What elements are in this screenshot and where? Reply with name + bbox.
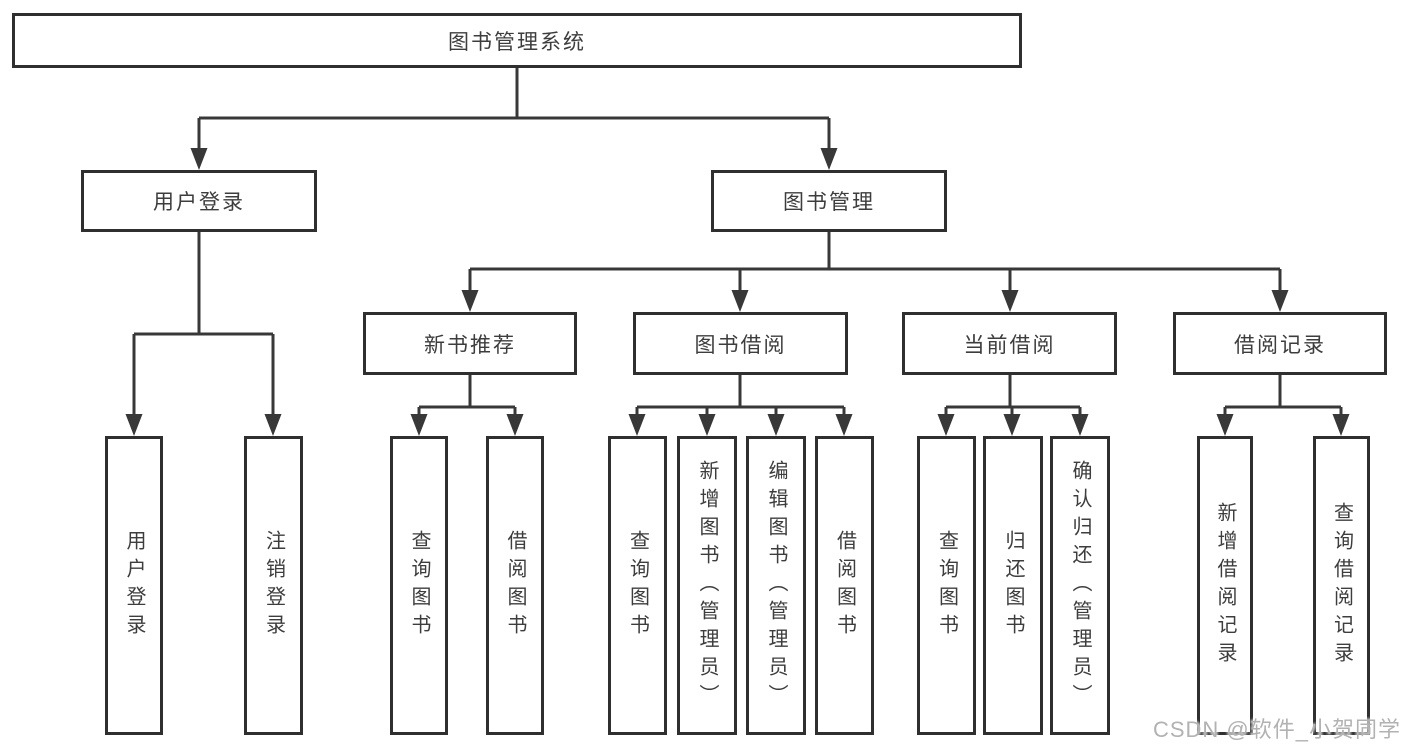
leaf-user-login-label: 用户登录 (123, 529, 145, 642)
leaf-add-books-admin-label: 新增图书（管理员） (696, 459, 718, 712)
node-current-borrowing-label: 当前借阅 (963, 333, 1056, 357)
leaf-query-borrow-record-label: 查询借阅记录 (1330, 501, 1353, 670)
leaf-query-borrow-record: 查询借阅记录 (1313, 436, 1370, 735)
node-current-borrowing: 当前借阅 (902, 312, 1117, 375)
leaf-current-query-books: 查询图书 (917, 436, 976, 735)
leaf-confirm-return-admin-label: 确认归还（管理员） (1069, 459, 1091, 712)
arrowheads (125, 148, 1350, 436)
leaf-add-books-admin: 新增图书（管理员） (677, 436, 737, 735)
node-new-book-recommendation-label: 新书推荐 (424, 333, 516, 357)
leaf-recommend-borrow-books-label: 借阅图书 (504, 529, 526, 642)
leaf-edit-books-admin-label: 编辑图书（管理员） (765, 459, 787, 712)
leaf-return-books-label: 归还图书 (1002, 529, 1024, 642)
node-book-borrowing: 图书借阅 (633, 312, 848, 375)
csdn-watermark: CSDN @软件_小贺同学 (1152, 717, 1401, 742)
node-book-borrowing-label: 图书借阅 (694, 333, 787, 357)
leaf-borrow-books-label: 借阅图书 (833, 529, 856, 642)
leaf-add-borrow-record-label: 新增借阅记录 (1214, 501, 1236, 670)
leaf-recommend-query-books-label: 查询图书 (408, 529, 430, 642)
node-borrowing-records-label: 借阅记录 (1234, 333, 1326, 357)
node-book-management-module-label: 图书管理 (783, 191, 875, 214)
leaf-current-query-books-label: 查询图书 (935, 529, 958, 642)
node-book-management-module: 图书管理 (711, 170, 947, 232)
node-user-login-module-label: 用户登录 (153, 191, 245, 214)
leaf-borrow-books: 借阅图书 (815, 436, 874, 735)
leaf-confirm-return-admin: 确认归还（管理员） (1050, 436, 1110, 735)
leaf-recommend-borrow-books: 借阅图书 (486, 436, 544, 735)
leaf-recommend-query-books: 查询图书 (390, 436, 448, 735)
node-new-book-recommendation: 新书推荐 (363, 312, 577, 375)
leaf-borrow-query-books-label: 查询图书 (626, 529, 649, 642)
node-root-system-label: 图书管理系统 (448, 30, 586, 54)
leaf-borrow-query-books: 查询图书 (608, 436, 667, 735)
leaf-add-borrow-record: 新增借阅记录 (1197, 436, 1253, 735)
leaf-user-login: 用户登录 (105, 436, 163, 735)
leaf-edit-books-admin: 编辑图书（管理员） (746, 436, 806, 735)
node-user-login-module: 用户登录 (81, 170, 317, 232)
leaf-return-books: 归还图书 (983, 436, 1043, 735)
node-root-system: 图书管理系统 (12, 13, 1022, 68)
leaf-logout-label: 注销登录 (262, 529, 285, 642)
node-borrowing-records: 借阅记录 (1173, 312, 1387, 375)
leaf-logout: 注销登录 (244, 436, 303, 735)
